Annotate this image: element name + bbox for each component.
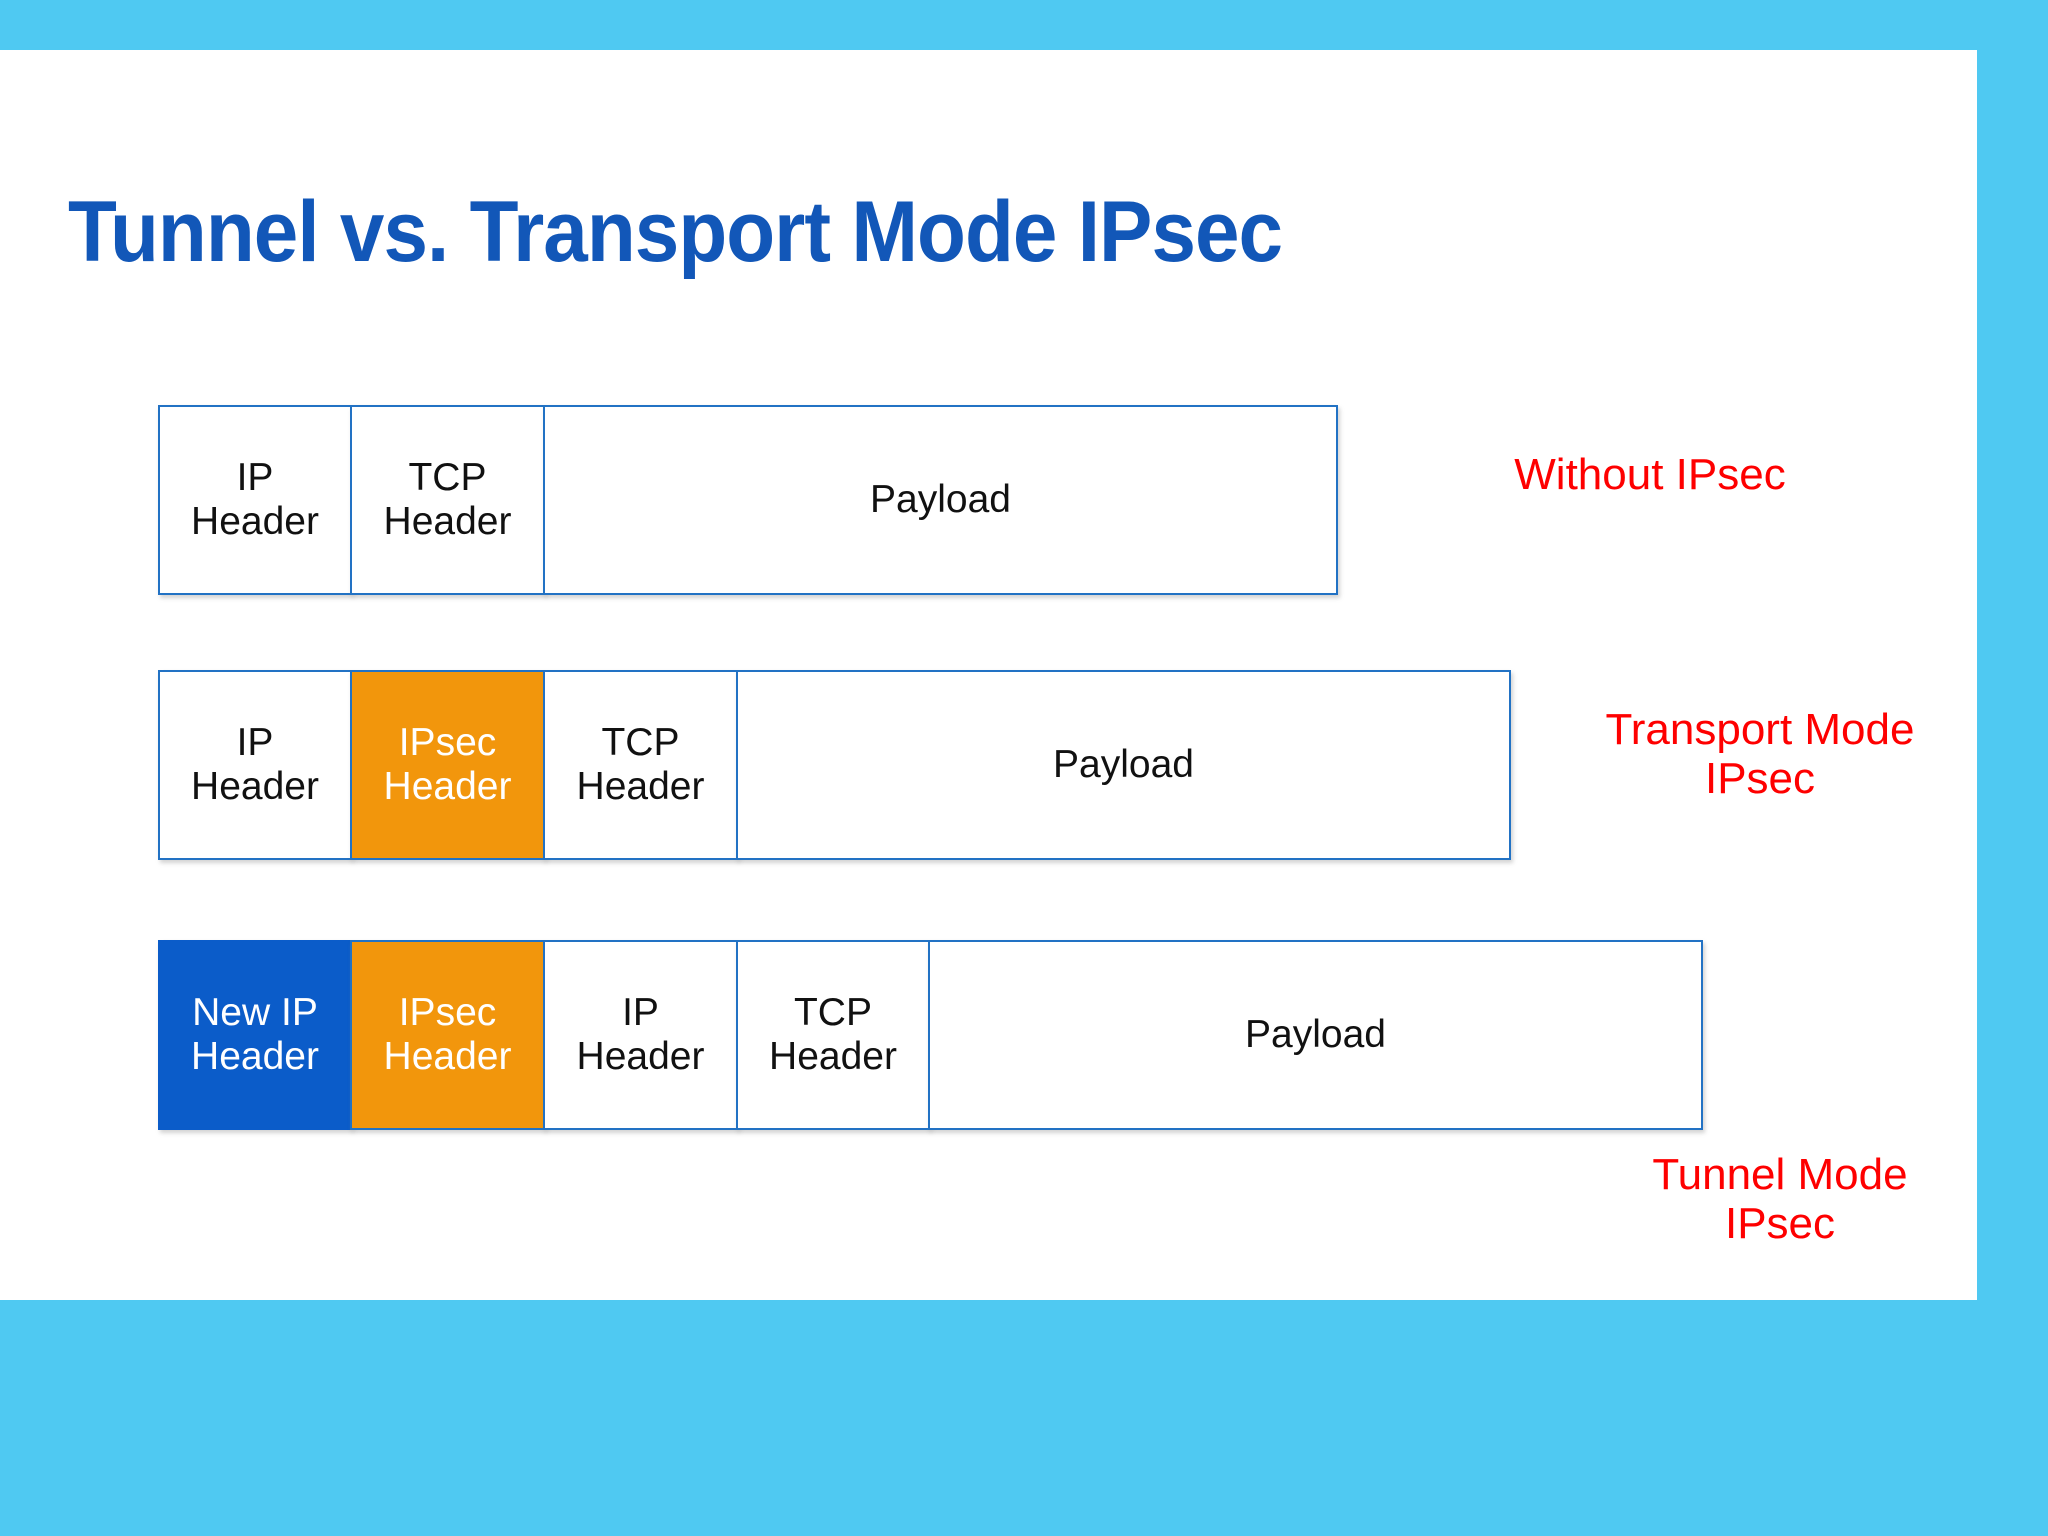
packet-field-ip-header: IP Header (158, 405, 352, 595)
packet-field-ip-header: IP Header (158, 670, 352, 860)
packet-field-ipsec-header: IPsec Header (350, 670, 545, 860)
slide-content-panel: Tunnel vs. Transport Mode IPsec IP Heade… (0, 50, 1977, 1300)
packet-field-tcp-header: TCP Header (350, 405, 545, 595)
packet-field-tcp-header: TCP Header (736, 940, 930, 1130)
packet-field-payload: Payload (543, 405, 1338, 595)
page-title: Tunnel vs. Transport Mode IPsec (68, 183, 1283, 280)
mode-label-tunnel-mode: Tunnel Mode IPsec (1652, 1150, 1908, 1249)
packet-field-payload: Payload (928, 940, 1703, 1130)
packet-field-tcp-header: TCP Header (543, 670, 738, 860)
packet-field-new-ip-header: New IP Header (158, 940, 352, 1130)
packet-field-ip-header: IP Header (543, 940, 738, 1130)
mode-label-without-ipsec: Without IPsec (1514, 450, 1786, 499)
packet-field-payload: Payload (736, 670, 1511, 860)
packet-field-ipsec-header: IPsec Header (350, 940, 545, 1130)
mode-label-transport-mode: Transport Mode IPsec (1605, 705, 1915, 804)
